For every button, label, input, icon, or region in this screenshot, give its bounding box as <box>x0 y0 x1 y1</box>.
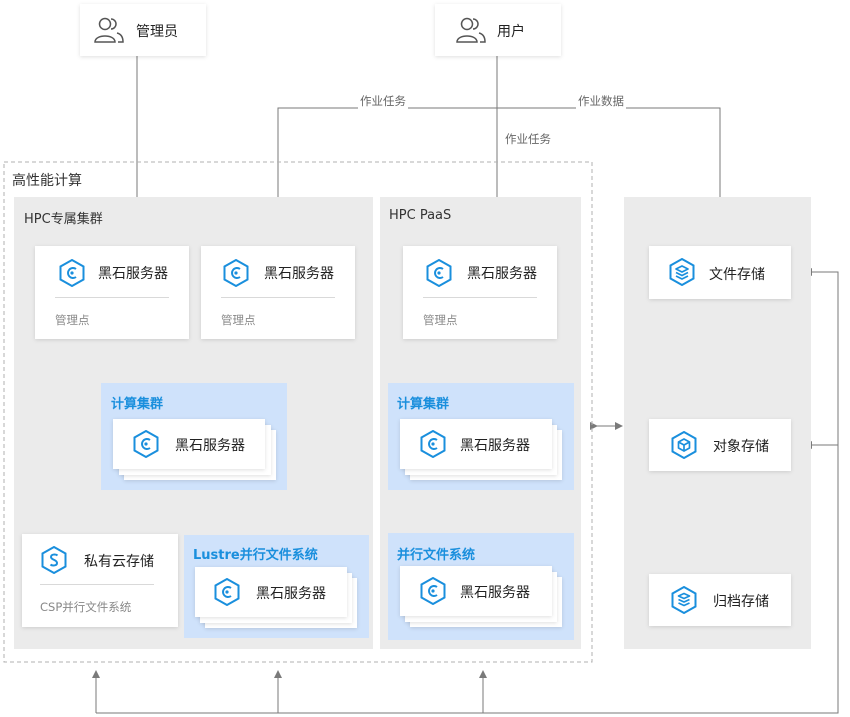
mgmt-node-1-sub: 管理点 <box>55 313 90 327</box>
divider <box>40 584 154 585</box>
paas-pfs-server-title: 黑石服务器 <box>460 585 530 601</box>
paas-mgmt-node[interactable]: 黑石服务器 管理点 <box>403 246 557 339</box>
users-icon <box>94 17 124 43</box>
paas-mgmt-title: 黑石服务器 <box>467 266 537 282</box>
admin-actor[interactable]: 管理员 <box>80 4 206 56</box>
mgmt-node-1[interactable]: 黑石服务器 管理点 <box>35 246 189 339</box>
object-storage-title: 对象存储 <box>713 439 769 455</box>
users-icon <box>456 17 486 43</box>
server-icon <box>59 259 85 287</box>
user-actor[interactable]: 用户 <box>435 4 561 56</box>
object-storage-icon <box>671 431 697 459</box>
file-storage[interactable]: 文件存储 <box>649 246 791 299</box>
compute-server-title: 黑石服务器 <box>175 438 245 454</box>
paas-compute-server-title: 黑石服务器 <box>460 438 530 454</box>
storage-s-icon <box>41 546 67 574</box>
divider <box>221 297 335 298</box>
lustre-server-title: 黑石服务器 <box>256 586 326 602</box>
paas-compute-label: 计算集群 <box>397 397 450 412</box>
mgmt-node-2-title: 黑石服务器 <box>264 266 334 282</box>
paas-compute-server-stack[interactable]: 黑石服务器 <box>400 419 552 469</box>
paas-pfs-label: 并行文件系统 <box>397 548 476 563</box>
file-storage-title: 文件存储 <box>709 267 765 283</box>
hpc-title: 高性能计算 <box>12 173 82 189</box>
private-cloud-storage-title: 私有云存储 <box>84 554 154 570</box>
archive-storage-icon <box>671 586 697 614</box>
server-icon <box>214 578 240 606</box>
mgmt-node-2-sub: 管理点 <box>221 313 256 327</box>
hpc-dedicated-title: HPC专属集群 <box>24 212 103 227</box>
mgmt-node-1-title: 黑石服务器 <box>98 266 168 282</box>
hpc-paas-title: HPC PaaS <box>389 208 452 223</box>
private-cloud-storage-sub: CSP并行文件系统 <box>40 600 132 614</box>
private-cloud-storage[interactable]: 私有云存储 CSP并行文件系统 <box>22 534 178 627</box>
archive-storage[interactable]: 归档存储 <box>649 574 791 626</box>
lustre-label: Lustre并行文件系统 <box>193 548 318 563</box>
server-icon <box>133 430 159 458</box>
paas-mgmt-sub: 管理点 <box>423 313 458 327</box>
edge-label-job-task: 作业任务 <box>503 131 553 147</box>
user-label: 用户 <box>497 24 525 40</box>
server-icon <box>223 259 249 287</box>
compute-server-stack[interactable]: 黑石服务器 <box>113 419 265 469</box>
mgmt-node-2[interactable]: 黑石服务器 管理点 <box>201 246 355 339</box>
divider <box>423 297 537 298</box>
server-icon <box>420 577 446 605</box>
admin-label: 管理员 <box>136 24 178 40</box>
edge-label-job-data: 作业数据 <box>576 93 626 109</box>
divider <box>55 297 169 298</box>
paas-pfs-server-stack[interactable]: 黑石服务器 <box>400 566 552 616</box>
object-storage[interactable]: 对象存储 <box>649 419 791 471</box>
edge-label-job-task: 作业任务 <box>358 93 408 109</box>
server-icon <box>420 430 446 458</box>
archive-storage-title: 归档存储 <box>713 594 769 610</box>
file-storage-icon <box>669 258 695 286</box>
lustre-server-stack[interactable]: 黑石服务器 <box>195 567 347 617</box>
server-icon <box>426 259 452 287</box>
compute-cluster-label: 计算集群 <box>111 397 164 412</box>
